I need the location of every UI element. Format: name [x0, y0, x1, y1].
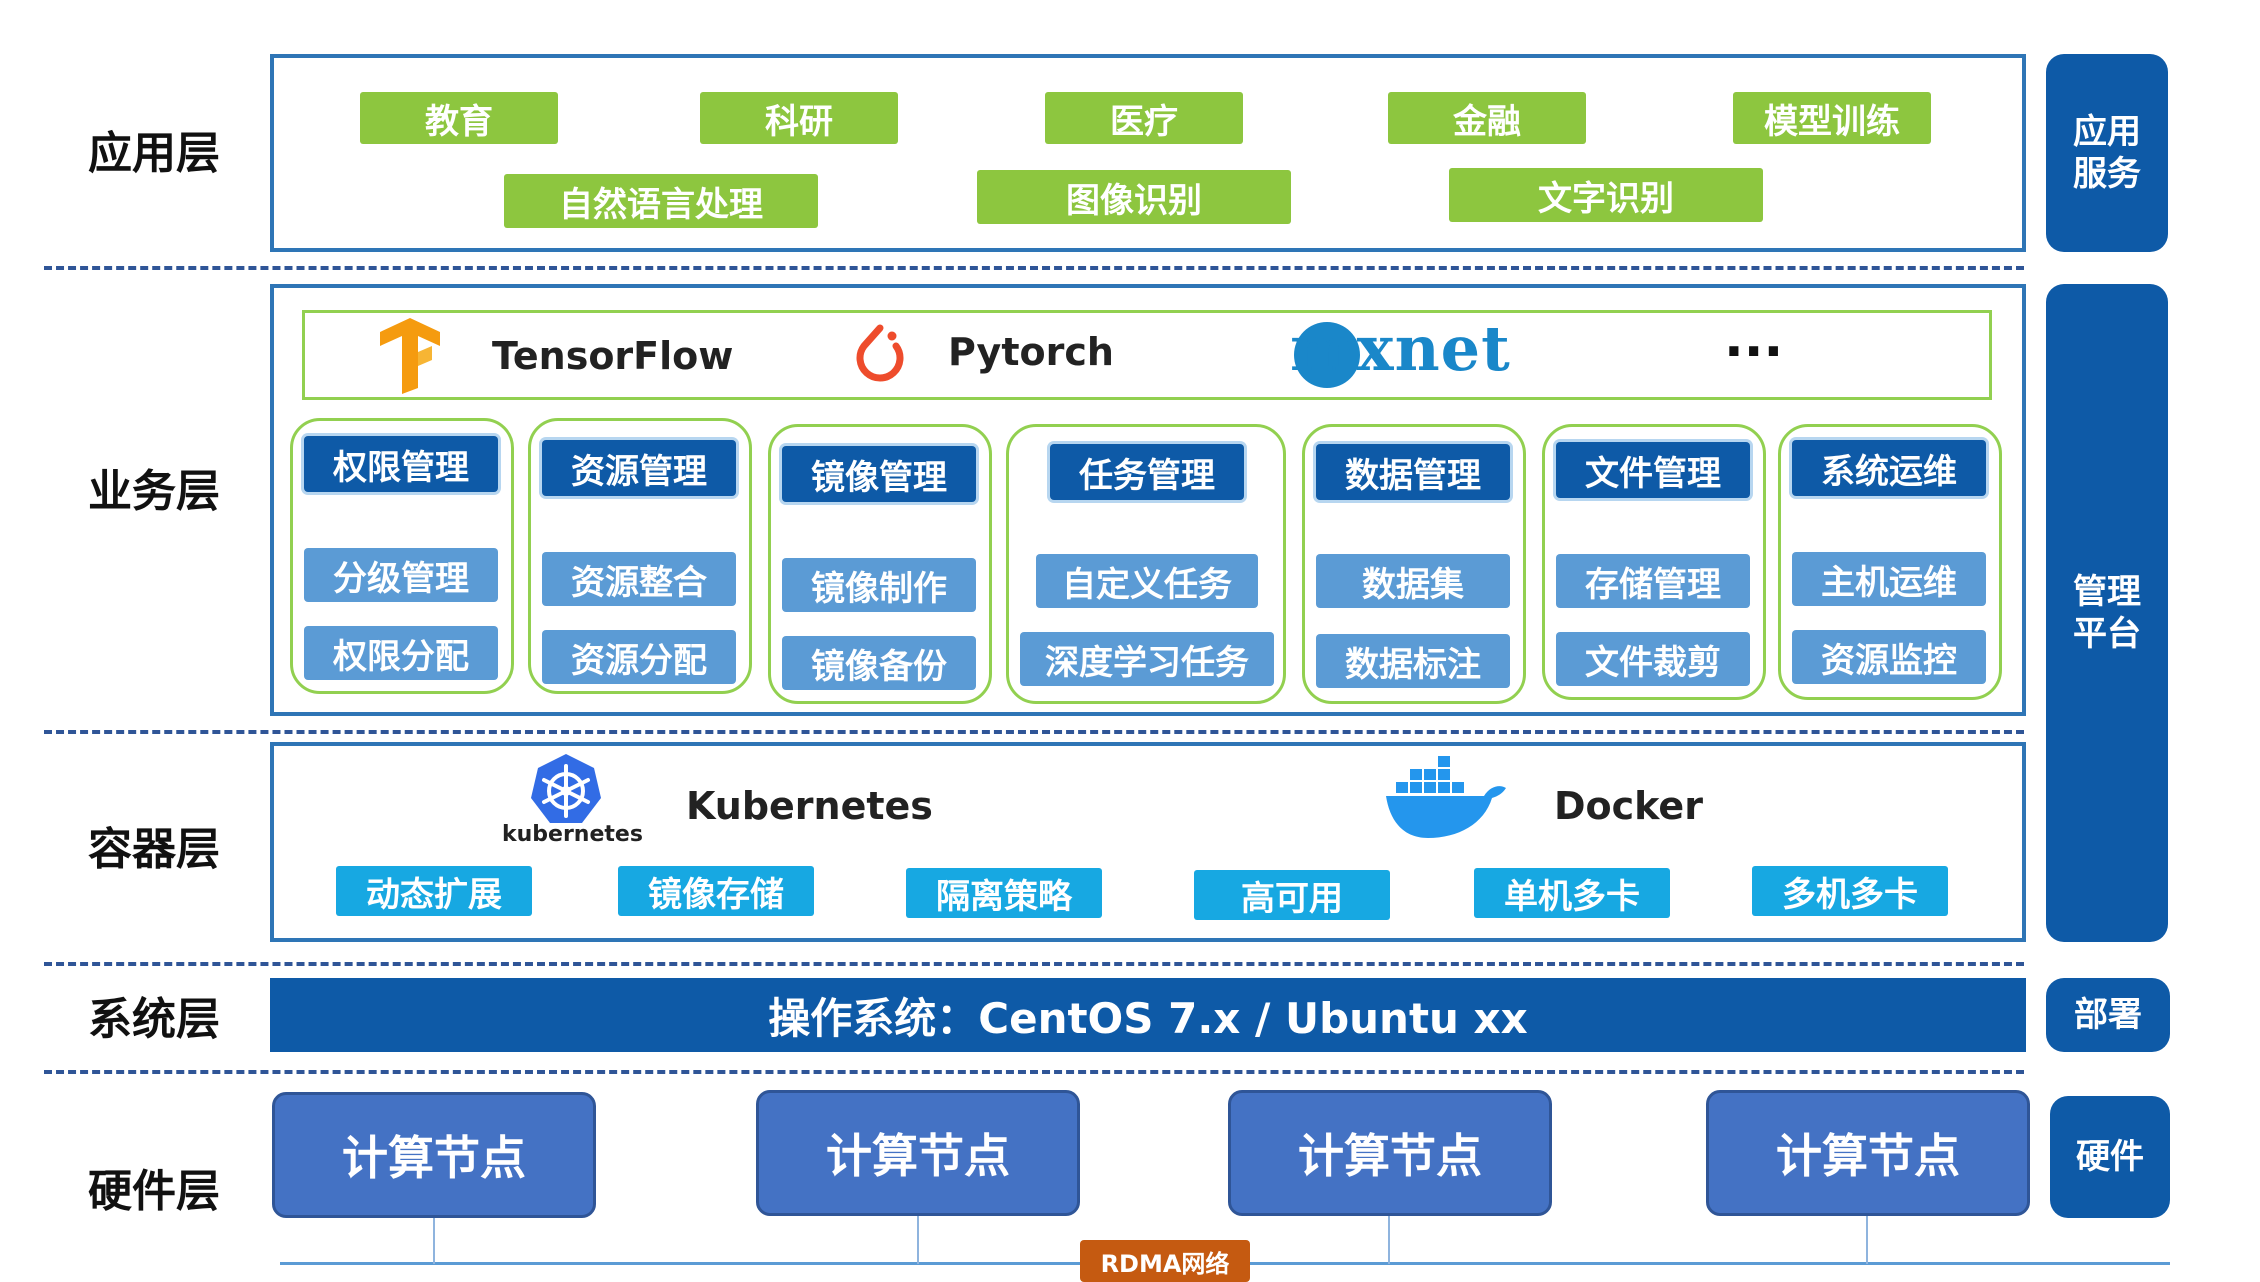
module-title-file: 文件管理 [1556, 442, 1750, 498]
module-title-ops: 系统运维 [1792, 440, 1986, 496]
app-tag-image-recognition: 图像识别 [977, 170, 1291, 224]
module-group-image [768, 424, 992, 704]
container-tag-multi-node-multi-gpu: 多机多卡 [1752, 866, 1948, 916]
module-item-image-backup: 镜像备份 [782, 636, 976, 690]
container-tag-dynamic-scaling: 动态扩展 [336, 866, 532, 916]
compute-node-2: 计算节点 [756, 1090, 1080, 1216]
side-label-app-service: 应用 服务 [2046, 54, 2168, 252]
layer-label-hardware: 硬件层 [88, 1166, 220, 1217]
module-item-storage-management: 存储管理 [1556, 554, 1750, 608]
module-group-task [1006, 424, 1286, 704]
module-item-permission-assignment: 权限分配 [304, 626, 498, 680]
kubernetes-logo-text: kubernetes [502, 822, 643, 847]
module-item-graded-management: 分级管理 [304, 548, 498, 602]
module-item-deep-learning-task: 深度学习任务 [1020, 632, 1274, 686]
app-tag-finance: 金融 [1388, 92, 1586, 144]
module-group-permission [290, 418, 514, 694]
side-label-management-platform: 管理 平台 [2046, 284, 2168, 942]
container-tag-single-node-multi-gpu: 单机多卡 [1474, 868, 1670, 918]
module-item-resource-monitoring: 资源监控 [1792, 630, 1986, 684]
module-item-custom-task: 自定义任务 [1036, 554, 1258, 608]
side-label-hardware: 硬件 [2050, 1096, 2170, 1218]
node-connector-3 [1388, 1214, 1390, 1264]
app-tag-education: 教育 [360, 92, 558, 144]
framework-bar [302, 310, 1992, 400]
mxnet-logo-icon [1294, 322, 1360, 388]
separator-4 [44, 1070, 2024, 1074]
framework-mxnet: mxnet [1290, 312, 1511, 385]
rdma-network-label: RDMA网络 [1080, 1240, 1250, 1282]
app-tag-nlp: 自然语言处理 [504, 174, 818, 228]
node-connector-2 [917, 1214, 919, 1264]
container-tag-high-availability: 高可用 [1194, 870, 1390, 920]
separator-2 [44, 730, 2024, 734]
module-item-file-cropping: 文件裁剪 [1556, 632, 1750, 686]
app-tag-text-recognition: 文字识别 [1449, 168, 1763, 222]
compute-node-3: 计算节点 [1228, 1090, 1552, 1216]
module-group-data [1302, 424, 1526, 704]
module-group-ops [1778, 424, 2002, 700]
module-item-dataset: 数据集 [1316, 554, 1510, 608]
module-title-permission: 权限管理 [304, 436, 498, 492]
tensorflow-icon [370, 318, 450, 394]
module-title-resource: 资源管理 [542, 440, 736, 496]
kubernetes-icon [528, 752, 604, 828]
container-kubernetes: Kubernetes [686, 784, 933, 828]
node-connector-4 [1866, 1214, 1868, 1264]
module-title-task: 任务管理 [1050, 444, 1244, 500]
container-tag-isolation-policy: 隔离策略 [906, 868, 1102, 918]
module-group-resource [528, 418, 752, 694]
app-tag-research: 科研 [700, 92, 898, 144]
framework-more: ··· [1724, 322, 1784, 382]
framework-tensorflow: TensorFlow [492, 334, 734, 378]
separator-3 [44, 962, 2024, 966]
layer-label-app: 应用层 [88, 128, 220, 179]
compute-node-1: 计算节点 [272, 1092, 596, 1218]
layer-label-business: 业务层 [88, 466, 220, 517]
side-label-deploy: 部署 [2046, 978, 2170, 1052]
container-tag-image-storage: 镜像存储 [618, 866, 814, 916]
module-item-host-ops: 主机运维 [1792, 552, 1986, 606]
app-tag-model-training: 模型训练 [1733, 92, 1931, 144]
node-connector-1 [433, 1216, 435, 1264]
module-title-image: 镜像管理 [782, 446, 976, 502]
layer-label-container: 容器层 [88, 824, 220, 875]
module-item-resource-allocation: 资源分配 [542, 630, 736, 684]
module-item-image-creation: 镜像制作 [782, 558, 976, 612]
module-item-data-annotation: 数据标注 [1316, 634, 1510, 688]
module-group-file [1542, 424, 1766, 700]
compute-node-4: 计算节点 [1706, 1090, 2030, 1216]
app-tag-medical: 医疗 [1045, 92, 1243, 144]
docker-icon [1380, 756, 1510, 842]
layer-label-system: 系统层 [88, 994, 220, 1045]
separator-1 [44, 266, 2024, 270]
module-item-resource-integration: 资源整合 [542, 552, 736, 606]
pytorch-icon [850, 320, 910, 390]
container-docker: Docker [1554, 784, 1703, 828]
os-bar: 操作系统：CentOS 7.x / Ubuntu xx [270, 978, 2026, 1052]
framework-pytorch: Pytorch [948, 330, 1114, 374]
module-title-data: 数据管理 [1316, 444, 1510, 500]
